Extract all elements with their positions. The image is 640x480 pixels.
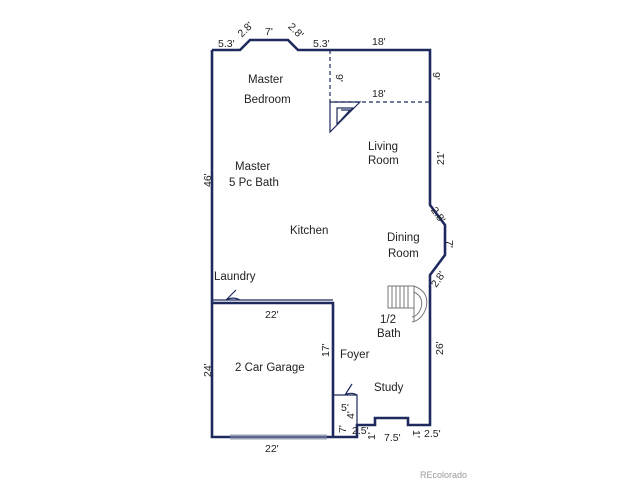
dim-top-5-3-left: 5.3' [218, 38, 235, 50]
room-label-master: Master [248, 74, 283, 86]
garage-wall [212, 301, 335, 437]
watermark: REcolorado [420, 470, 467, 480]
room-label-dining: Dining [387, 232, 420, 244]
room-label-half-bath: 1/2 [380, 314, 396, 326]
room-label-living: Living [368, 141, 398, 153]
dim-bottom-2-5: 2.5' [424, 428, 441, 440]
dim-bottom-1-left: 1' [366, 432, 378, 440]
dim-top-18: 18' [372, 36, 386, 48]
dim-right-9: 9' [430, 72, 442, 80]
dim-left-24: 24' [202, 363, 214, 377]
dim-top-2-8-left: 2.8' [236, 20, 256, 40]
dim-bottom-1-right: 1' [410, 430, 422, 438]
room-label-master-bath: Master [235, 161, 270, 173]
exterior-wall [210, 38, 447, 439]
dim-top-2-8-right: 2.8' [285, 21, 305, 41]
room-label-laundry: Laundry [214, 271, 256, 283]
dim-entry-2-5: 2.5' [352, 425, 369, 437]
dim-entry-5: 5' [341, 402, 349, 414]
room-label-bedroom: Bedroom [244, 94, 291, 106]
dim-right-26: 26' [434, 341, 446, 355]
dim-right-21: 21' [435, 151, 447, 165]
room-label-foyer: Foyer [340, 349, 370, 361]
dim-top-7: 7' [265, 26, 273, 38]
dim-inner-18: 18' [372, 88, 386, 100]
dim-right-7: 7' [443, 240, 455, 248]
dim-entry-4: 4' [345, 411, 357, 419]
room-label-master-bath-5pc: 5 Pc Bath [229, 177, 279, 189]
dim-entry-7: 7' [337, 425, 349, 433]
room-label-living-room: Room [368, 155, 399, 167]
entry-door [344, 383, 358, 396]
room-label-study: Study [374, 382, 404, 394]
dim-bottom-7-5: 7.5' [384, 432, 401, 444]
room-label-kitchen: Kitchen [290, 225, 328, 237]
fireplace [329, 101, 362, 134]
laundry-door [225, 289, 241, 301]
dim-garage-22-top: 22' [265, 309, 279, 321]
room-label-dining-room: Room [388, 248, 419, 260]
dim-left-46: 46' [202, 173, 214, 187]
room-label-garage: 2 Car Garage [235, 362, 305, 374]
room-label-half-bath-bath: Bath [377, 328, 401, 340]
staircase [387, 285, 428, 323]
dim-garage-17: 17' [320, 343, 332, 357]
dim-top-5-3-right: 5.3' [313, 38, 330, 50]
dim-inner-9: 9' [333, 74, 345, 82]
dim-garage-22-bottom: 22' [265, 443, 279, 455]
